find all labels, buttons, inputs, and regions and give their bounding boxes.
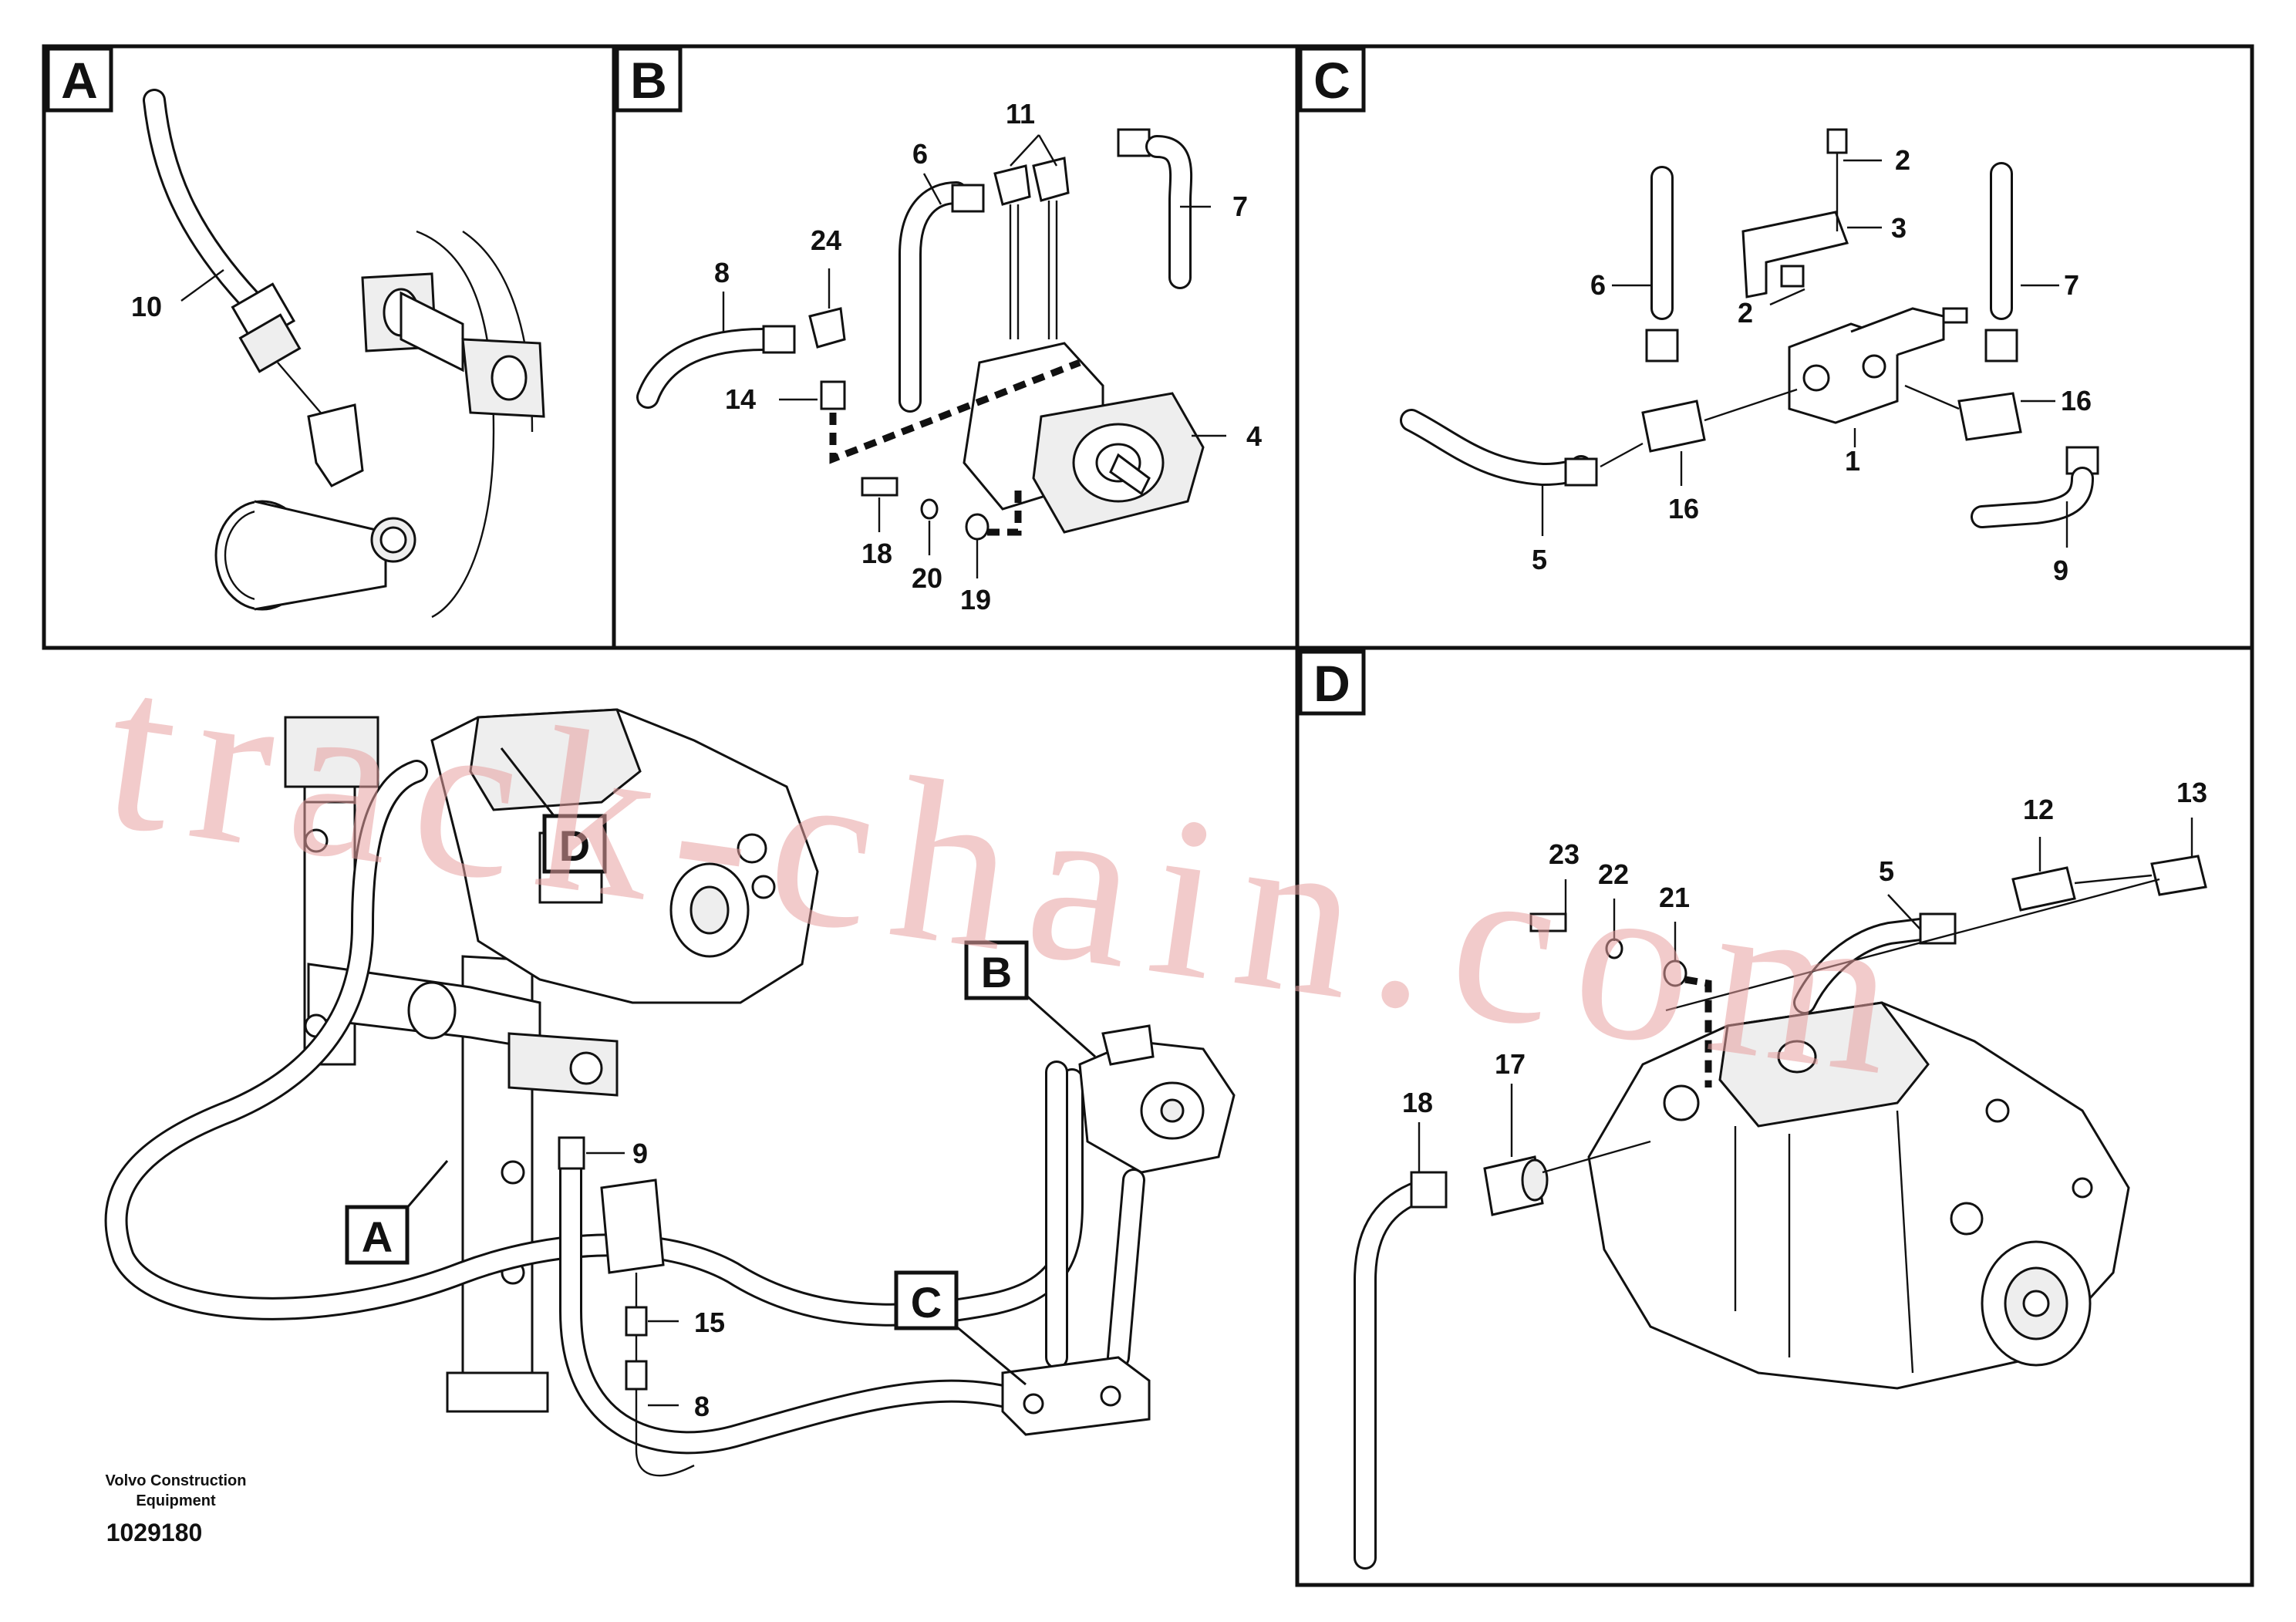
panel-d-drawing: 13 12 23 22 21 5 17 18	[1354, 777, 2207, 1570]
label-18: 18	[1402, 1087, 1433, 1118]
label-12: 12	[2023, 794, 2054, 825]
footer: Volvo Construction Equipment 1029180	[106, 1472, 247, 1546]
svg-text:B: B	[630, 52, 667, 109]
label-19: 19	[960, 584, 991, 615]
svg-text:A: A	[61, 52, 98, 109]
label-9: 9	[2053, 555, 2068, 586]
panel-a-drawing: 10	[131, 89, 545, 619]
label-9: 9	[632, 1138, 648, 1169]
label-5: 5	[1879, 855, 1894, 887]
callout-d: D	[559, 821, 590, 870]
label-15: 15	[694, 1307, 725, 1338]
panel-b-drawing: 11 6 7 8 24 14 4 18 20 19	[636, 98, 1262, 615]
company-name-line2: Equipment	[136, 1492, 216, 1509]
label-1: 1	[1845, 445, 1860, 477]
callout-b: B	[981, 948, 1012, 996]
panel-letter-d: D	[1298, 649, 1366, 716]
label-10: 10	[131, 291, 162, 322]
label-14: 14	[725, 383, 756, 415]
label-16-left: 16	[1668, 493, 1699, 524]
overview-drawing: A B C D 9 15 8	[104, 708, 1236, 1477]
label-3: 3	[1891, 212, 1907, 244]
label-18: 18	[861, 538, 892, 569]
drawing-number: 1029180	[106, 1519, 203, 1546]
label-8: 8	[694, 1391, 710, 1422]
panel-frames	[42, 44, 2254, 1587]
label-6: 6	[912, 138, 928, 170]
label-7: 7	[2064, 269, 2079, 301]
label-20: 20	[912, 562, 942, 594]
label-5: 5	[1532, 544, 1547, 575]
label-11: 11	[1006, 98, 1035, 130]
label-24: 24	[811, 224, 841, 256]
svg-text:C: C	[1313, 52, 1350, 109]
panel-letter-b: B	[615, 46, 683, 113]
callout-a: A	[362, 1212, 393, 1261]
panel-letter-c: C	[1298, 46, 1366, 113]
label-21: 21	[1659, 882, 1690, 913]
panel-letter-a: A	[46, 46, 113, 113]
label-8: 8	[714, 257, 730, 288]
label-2-bottom: 2	[1738, 297, 1753, 329]
label-6: 6	[1590, 269, 1606, 301]
svg-text:D: D	[1313, 655, 1350, 712]
label-22: 22	[1598, 858, 1629, 890]
panel-c-drawing: 2 3 6 2 7 16 1 16 5 9	[1400, 128, 2099, 586]
label-23: 23	[1549, 838, 1580, 870]
label-7: 7	[1232, 191, 1248, 222]
watermark: track-chain.com	[93, 619, 1931, 1126]
label-13: 13	[2176, 777, 2207, 808]
label-2-top: 2	[1895, 144, 1910, 176]
callout-c: C	[911, 1278, 942, 1327]
company-name-line1: Volvo Construction	[106, 1472, 247, 1489]
label-17: 17	[1495, 1048, 1526, 1080]
label-16-right: 16	[2061, 385, 2092, 416]
label-4: 4	[1246, 420, 1262, 452]
